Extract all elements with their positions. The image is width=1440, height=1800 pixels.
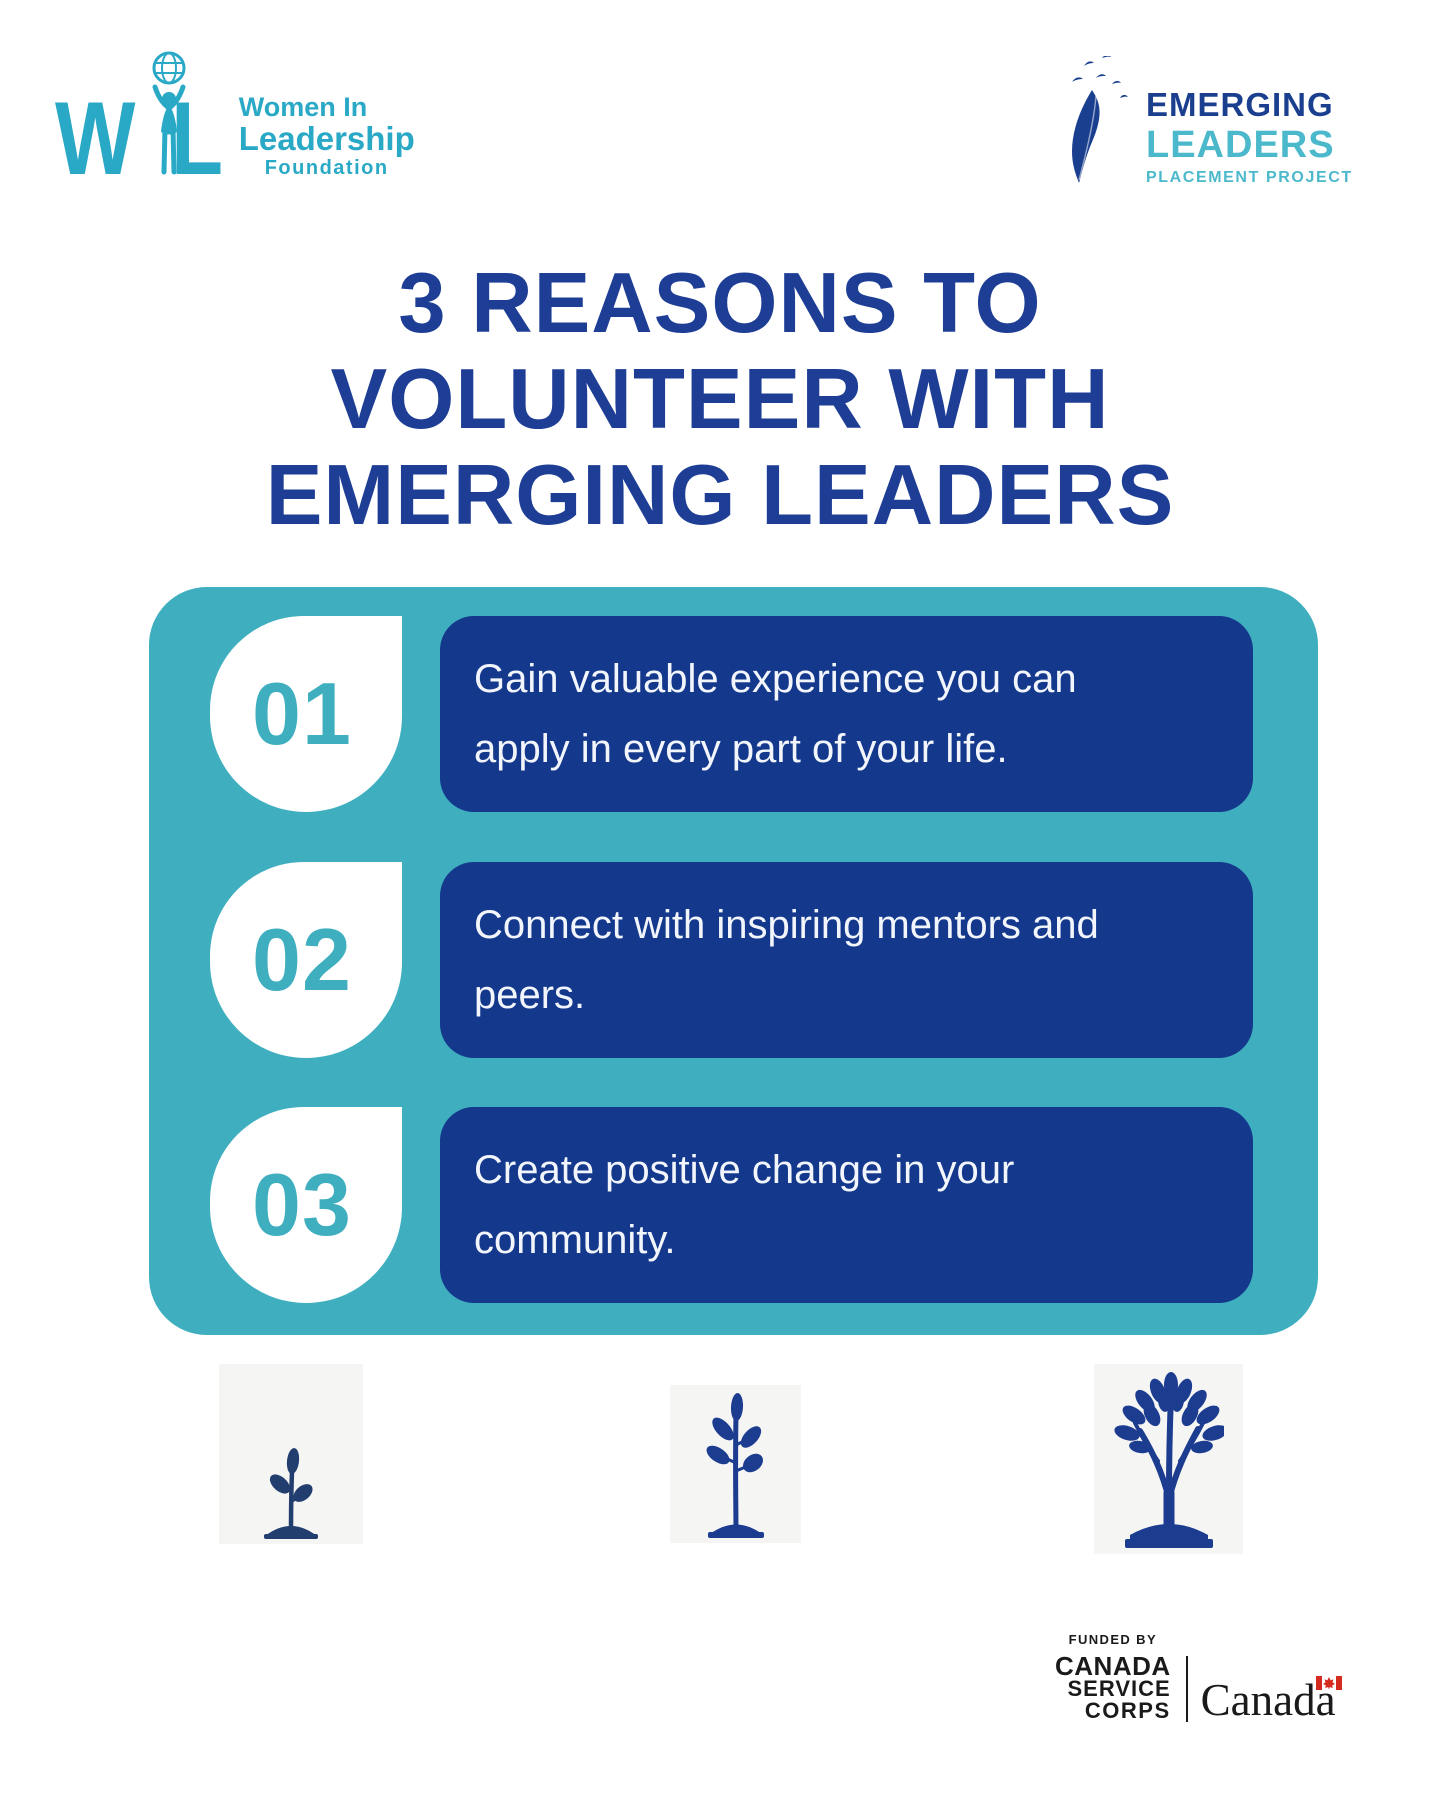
person-holding-globe-icon: [152, 51, 186, 175]
reason-text: Connect with inspiring mentors and peers…: [474, 902, 1099, 1017]
reason-box-2: Connect with inspiring mentors and peers…: [440, 861, 1253, 1058]
tree-icon: [1113, 1372, 1224, 1548]
wil-text-line1: Women In: [238, 92, 368, 122]
reason-row-1: 01 Gain valuable experience you can appl…: [210, 616, 1253, 812]
reason-text: Create positive change in your community…: [474, 1148, 1015, 1262]
sapling-placeholder: [670, 1385, 801, 1543]
wil-text-line2: Leadership: [238, 120, 415, 157]
csc-line2: SERVICE: [1067, 1676, 1171, 1701]
seedling-icon: [264, 1448, 318, 1539]
logo-divider: [1185, 1656, 1188, 1722]
funded-by-label: FUNDED BY: [1068, 1632, 1158, 1647]
reason-row-2: 02 Connect with inspiring mentors and pe…: [210, 861, 1253, 1058]
wil-text-line3: Foundation: [264, 157, 389, 179]
title-line3: EMERGING LEADERS: [265, 448, 1175, 543]
reason-box-1: Gain valuable experience you can apply i…: [440, 616, 1253, 812]
el-text-line2: LEADERS: [1146, 124, 1335, 166]
csc-line3: CORPS: [1084, 1698, 1171, 1723]
reason-box-3: Create positive change in your community…: [440, 1107, 1253, 1303]
el-text-line3: PLACEMENT PROJECT: [1146, 169, 1353, 186]
wil-letter-l: L: [171, 80, 223, 197]
canada-service-corps-logo: FUNDED BY CANADA SERVICE CORPS: [1055, 1632, 1171, 1722]
reason-number: 01: [252, 664, 352, 763]
reason-row-3: 03 Create positive change in your commun…: [210, 1107, 1253, 1303]
canada-wordmark-text: Canada: [1200, 1675, 1336, 1725]
reasons-card: 01 Gain valuable experience you can appl…: [149, 587, 1318, 1335]
reason-number: 03: [252, 1155, 352, 1254]
tree-placeholder: [1094, 1364, 1243, 1554]
canada-wordmark: Canada: [1201, 1676, 1342, 1723]
title-line1: 3 REASONS TO: [398, 256, 1042, 351]
sapling-icon: [706, 1393, 764, 1538]
seedling-placeholder: [219, 1364, 363, 1544]
feather-with-birds-icon: [1072, 56, 1128, 183]
wil-foundation-logo: W L Women In Leadership Foundation: [55, 50, 415, 197]
number-badge-03: 03: [210, 1107, 402, 1303]
el-text-line1: EMERGING: [1146, 86, 1334, 123]
number-badge-01: 01: [210, 616, 402, 812]
wil-letter-w: W: [55, 80, 136, 197]
csc-line1: CANADA: [1055, 1651, 1171, 1681]
reason-number: 02: [252, 909, 352, 1009]
wil-logo-text: Women In Leadership Foundation: [239, 92, 415, 180]
page-title: 3 REASONS TO VOLUNTEER WITH EMERGING LEA…: [0, 256, 1440, 544]
title-line2: VOLUNTEER WITH: [330, 352, 1110, 447]
emerging-leaders-logo-text: EMERGING LEADERS PLACEMENT PROJECT: [1146, 86, 1353, 190]
funding-block: FUNDED BY CANADA SERVICE CORPS Canada: [1055, 1632, 1342, 1723]
canada-flag-icon: [1315, 1676, 1342, 1690]
reason-text: Gain valuable experience you can apply i…: [474, 657, 1077, 771]
emerging-leaders-logo: EMERGING LEADERS PLACEMENT PROJECT: [1050, 56, 1353, 190]
number-badge-02: 02: [210, 861, 402, 1058]
